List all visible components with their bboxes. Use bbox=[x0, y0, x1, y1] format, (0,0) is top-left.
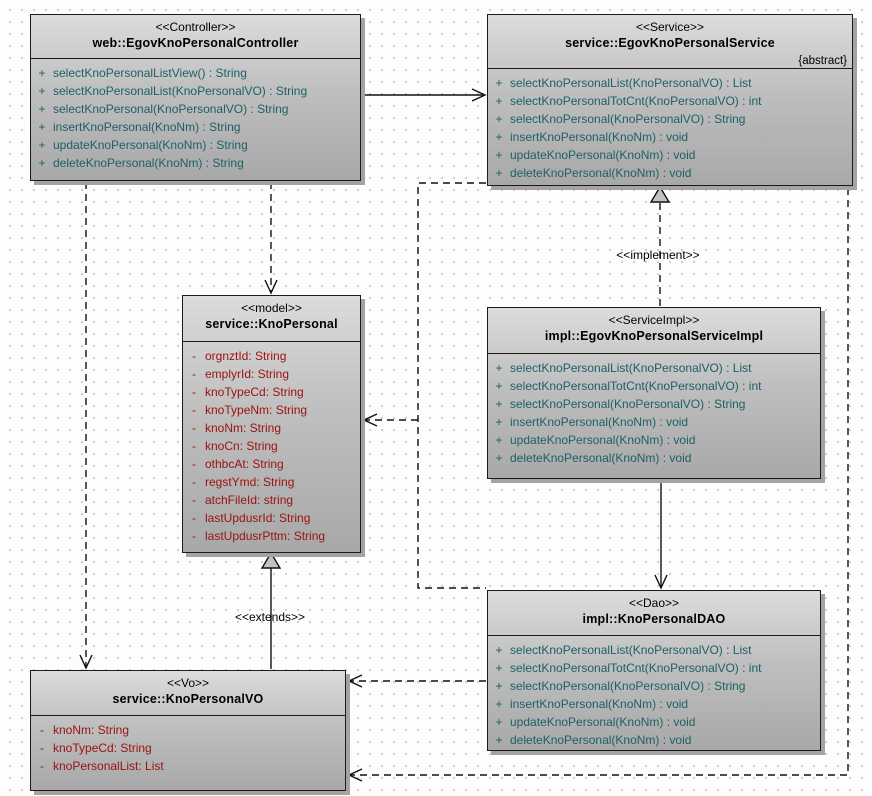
class-stereotype: <<model>> bbox=[241, 301, 302, 315]
edge-service-dao-to-model[interactable] bbox=[362, 182, 486, 589]
extends-edge-label: <<extends>> bbox=[234, 610, 306, 624]
class-name: service::EgovKnoPersonalService bbox=[565, 36, 775, 50]
member-row: +deleteKnoPersonal(KnoNm) : void bbox=[495, 166, 692, 180]
class-box-egov-kno-personal-controller[interactable]: <<Controller>> web::EgovKnoPersonalContr… bbox=[30, 14, 361, 181]
edge-vo-extends-model[interactable] bbox=[260, 551, 282, 669]
edge-serviceimpl-implements-service[interactable] bbox=[649, 185, 671, 306]
member-row: +selectKnoPersonalListView() : String bbox=[38, 66, 247, 80]
member-row: +selectKnoPersonalTotCnt(KnoPersonalVO) … bbox=[495, 379, 762, 393]
member-row: +selectKnoPersonal(KnoPersonalVO) : Stri… bbox=[495, 679, 746, 693]
member-row: -lastUpdusrId: String bbox=[192, 511, 311, 525]
class-members: +selectKnoPersonalList(KnoPersonalVO) : … bbox=[488, 69, 852, 182]
class-stereotype: <<Service>> bbox=[635, 20, 705, 34]
member-row: -knoCn: String bbox=[192, 439, 278, 453]
class-box-kno-personal-model[interactable]: <<model>> service::KnoPersonal -orgnztId… bbox=[182, 295, 361, 553]
member-row: +selectKnoPersonal(KnoPersonalVO) : Stri… bbox=[495, 397, 746, 411]
class-header: <<model>> service::KnoPersonal bbox=[183, 296, 360, 342]
member-row: +updateKnoPersonal(KnoNm) : String bbox=[38, 138, 248, 152]
class-box-egov-kno-personal-service-impl[interactable]: <<ServiceImpl>> impl::EgovKnoPersonalSer… bbox=[487, 307, 821, 479]
class-stereotype: <<Controller>> bbox=[155, 20, 236, 34]
member-row: +selectKnoPersonal(KnoPersonalVO) : Stri… bbox=[38, 102, 289, 116]
member-row: +insertKnoPersonal(KnoNm) : String bbox=[38, 120, 241, 134]
member-row: +selectKnoPersonalList(KnoPersonalVO) : … bbox=[495, 361, 752, 375]
abstract-tag: {abstract} bbox=[798, 55, 847, 67]
member-row: +deleteKnoPersonal(KnoNm) : String bbox=[38, 156, 244, 170]
class-members: +selectKnoPersonalListView() : String +se… bbox=[31, 59, 360, 172]
class-header: <<Dao>> impl::KnoPersonalDAO bbox=[488, 591, 820, 636]
class-box-egov-kno-personal-service[interactable]: <<Service>> service::EgovKnoPersonalServ… bbox=[487, 14, 853, 186]
member-row: -regstYmd: String bbox=[192, 475, 295, 489]
class-header: <<Controller>> web::EgovKnoPersonalContr… bbox=[31, 15, 360, 59]
class-stereotype: <<Dao>> bbox=[628, 596, 680, 610]
member-row: -atchFileId: string bbox=[192, 493, 294, 507]
member-row: +insertKnoPersonal(KnoNm) : void bbox=[495, 415, 689, 429]
member-row: -knoPersonalList: List bbox=[40, 759, 164, 773]
class-header: <<ServiceImpl>> impl::EgovKnoPersonalSer… bbox=[488, 308, 820, 354]
member-row: -knoTypeNm: String bbox=[192, 403, 308, 417]
class-stereotype: <<ServiceImpl>> bbox=[608, 313, 700, 327]
member-row: -emplyrId: String bbox=[192, 367, 290, 381]
class-header: <<Service>> service::EgovKnoPersonalServ… bbox=[488, 15, 852, 69]
member-row: +selectKnoPersonal(KnoPersonalVO) : Stri… bbox=[495, 112, 746, 126]
member-row: +updateKnoPersonal(KnoNm) : void bbox=[495, 433, 696, 447]
member-row: +updateKnoPersonal(KnoNm) : void bbox=[495, 148, 696, 162]
member-row: +insertKnoPersonal(KnoNm) : void bbox=[495, 130, 689, 144]
member-row: -knoTypeCd: String bbox=[40, 741, 152, 755]
implement-edge-label: <<implement>> bbox=[616, 248, 700, 262]
class-members: -orgnztId: String -emplyrId: String -knoTy… bbox=[183, 342, 360, 545]
class-stereotype: <<Vo>> bbox=[166, 676, 210, 690]
member-row: -knoNm: String bbox=[192, 421, 282, 435]
member-row: -knoNm: String bbox=[40, 723, 130, 737]
edge-service-to-vo[interactable] bbox=[347, 188, 849, 782]
member-row: -orgnztId: String bbox=[192, 349, 287, 363]
class-members: +selectKnoPersonalList(KnoPersonalVO) : … bbox=[488, 636, 820, 749]
class-box-kno-personal-vo[interactable]: <<Vo>> service::KnoPersonalVO -knoNm: St… bbox=[30, 670, 346, 791]
member-row: +selectKnoPersonalList(KnoPersonalVO) : … bbox=[38, 84, 308, 98]
class-name: impl::EgovKnoPersonalServiceImpl bbox=[544, 329, 764, 343]
class-name: service::KnoPersonalVO bbox=[112, 692, 264, 706]
class-box-kno-personal-dao[interactable]: <<Dao>> impl::KnoPersonalDAO +selectKnoP… bbox=[487, 590, 821, 751]
class-name: web::EgovKnoPersonalController bbox=[92, 36, 299, 50]
member-row: +selectKnoPersonalList(KnoPersonalVO) : … bbox=[495, 76, 752, 90]
class-members: -knoNm: String -knoTypeCd: String -knoPers… bbox=[31, 716, 345, 775]
member-row: -othbcAt: String bbox=[192, 457, 284, 471]
class-header: <<Vo>> service::KnoPersonalVO bbox=[31, 671, 345, 716]
class-name: impl::KnoPersonalDAO bbox=[582, 612, 726, 626]
member-row: +selectKnoPersonalTotCnt(KnoPersonalVO) … bbox=[495, 661, 762, 675]
class-members: +selectKnoPersonalList(KnoPersonalVO) : … bbox=[488, 354, 820, 467]
member-row: +selectKnoPersonalList(KnoPersonalVO) : … bbox=[495, 643, 752, 657]
member-row: +updateKnoPersonal(KnoNm) : void bbox=[495, 715, 696, 729]
member-row: -knoTypeCd: String bbox=[192, 385, 304, 399]
class-name: service::KnoPersonal bbox=[205, 317, 338, 331]
member-row: +deleteKnoPersonal(KnoNm) : void bbox=[495, 451, 692, 465]
member-row: +selectKnoPersonalTotCnt(KnoPersonalVO) … bbox=[495, 94, 762, 108]
member-row: +deleteKnoPersonal(KnoNm) : void bbox=[495, 733, 692, 747]
member-row: +insertKnoPersonal(KnoNm) : void bbox=[495, 697, 689, 711]
member-row: -lastUpdusrPttm: String bbox=[192, 529, 326, 543]
